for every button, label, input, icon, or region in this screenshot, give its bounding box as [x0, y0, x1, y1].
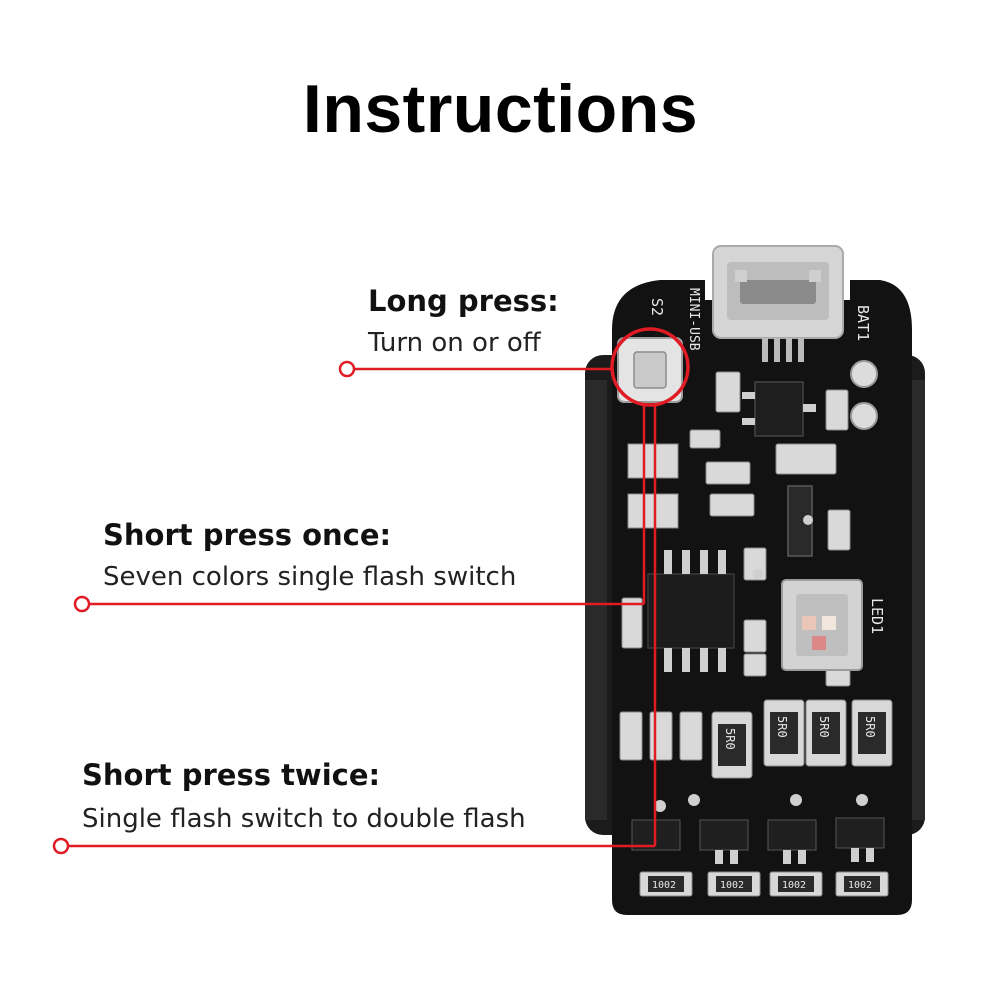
switch-silkscreen-label: S2 — [648, 298, 666, 316]
page-title: Instructions — [302, 71, 699, 147]
smd-code-label: 1002 — [652, 880, 676, 891]
regulator-chip — [754, 381, 804, 437]
usb-silkscreen-label: MINI-USB — [686, 288, 701, 351]
battery-pad-positive — [850, 360, 878, 388]
smd-code-label: 1002 — [782, 880, 806, 891]
resistor-value-label: 5R0 — [863, 716, 877, 738]
smd-code-label: 1002 — [720, 880, 744, 891]
resistor-value-label: 5R0 — [775, 716, 789, 738]
led-silkscreen-label: LED1 — [868, 598, 886, 634]
controller-ic — [647, 573, 735, 649]
callout-marker-long-press — [338, 360, 356, 378]
transistor-row — [631, 817, 885, 851]
long-press-description: Turn on or off — [368, 328, 541, 358]
short-press-once-heading: Short press once: — [103, 518, 392, 552]
short-press-twice-description: Single flash switch to double flash — [82, 804, 526, 834]
switch-highlight-circle — [610, 327, 690, 407]
callout-marker-short-press-twice — [52, 837, 70, 855]
smd-code-label: 1002 — [848, 880, 872, 891]
short-press-once-description: Seven colors single flash switch — [103, 562, 517, 592]
resistor-value-label: 5R0 — [817, 716, 831, 738]
battery-silkscreen-label: BAT1 — [854, 305, 872, 341]
short-press-twice-heading: Short press twice: — [82, 758, 381, 792]
resistor-row: 5R0 5R0 5R0 5R0 — [711, 699, 893, 779]
resistor-value-label: 5R0 — [723, 728, 737, 750]
long-press-heading: Long press: — [368, 284, 559, 318]
battery-pad-negative — [850, 402, 878, 430]
callout-marker-short-press-once — [73, 595, 91, 613]
